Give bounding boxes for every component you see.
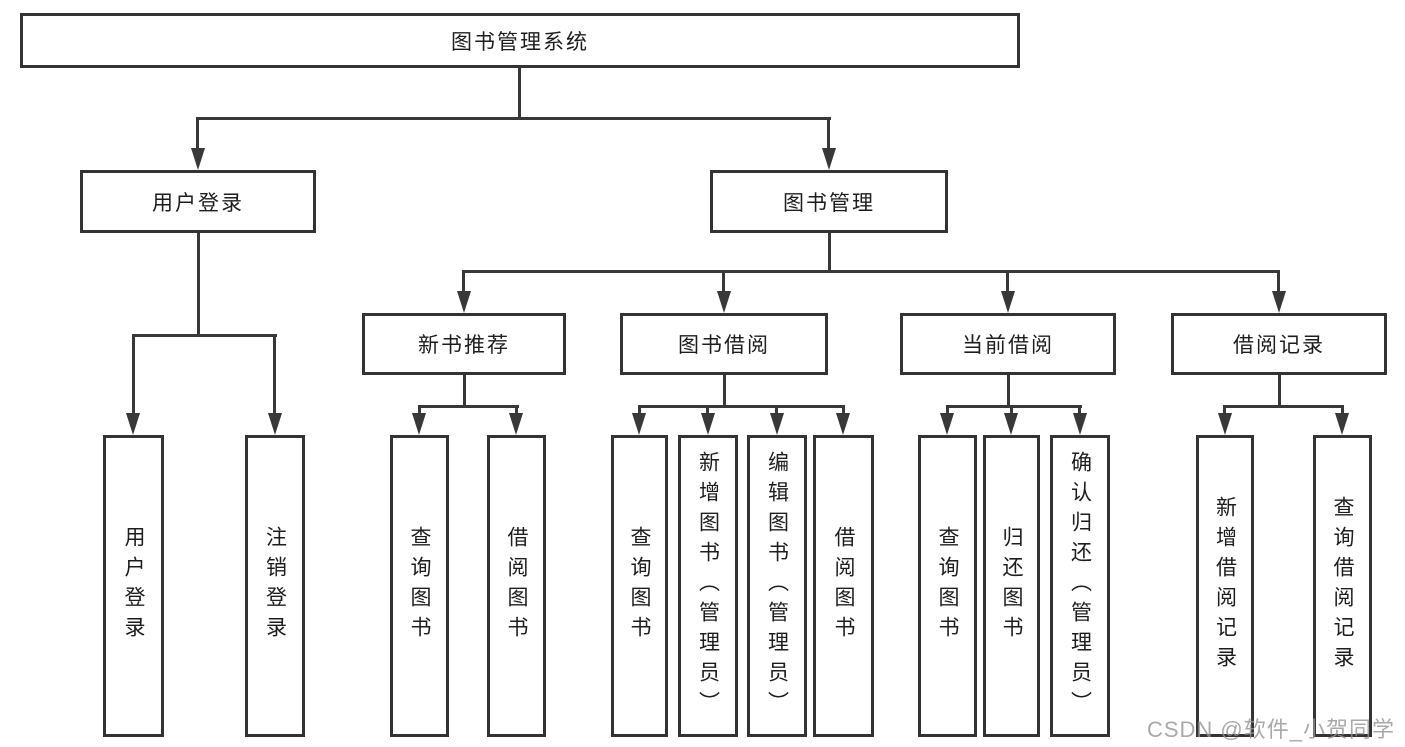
leaf-newbook-query-books: 查询图书 <box>390 435 449 737</box>
leaf-borrow-query-books: 查询图书 <box>611 435 668 737</box>
leaf-borrow-edit-books-admin-label: 编辑图书（管理员） <box>765 451 789 721</box>
connector-arrowhead <box>717 291 731 313</box>
connector-arrowhead <box>1001 291 1015 313</box>
leaf-user-login-label: 用户登录 <box>122 526 145 646</box>
connector-line <box>638 405 845 408</box>
leaf-logout: 注销登录 <box>245 435 305 737</box>
node-new-book-recommend: 新书推荐 <box>362 313 566 375</box>
node-borrowing-records-label: 借阅记录 <box>1233 334 1325 357</box>
leaf-current-query-books-label: 查询图书 <box>936 526 959 646</box>
connector-line <box>723 375 726 408</box>
connector-line <box>775 405 778 415</box>
node-book-management: 图书管理 <box>710 170 948 233</box>
connector-arrowhead <box>509 413 523 435</box>
leaf-records-add-record-label: 新增借阅记录 <box>1213 496 1237 676</box>
connector-arrowhead <box>701 413 715 435</box>
connector-line <box>197 233 200 336</box>
connector-arrowhead <box>940 413 954 435</box>
leaf-newbook-borrow-books: 借阅图书 <box>487 435 546 737</box>
node-root-label: 图书管理系统 <box>451 30 589 54</box>
connector-line <box>827 117 830 150</box>
connector-line <box>638 405 641 415</box>
connector-line <box>518 68 521 120</box>
connector-line <box>1007 375 1010 408</box>
connector-line <box>1223 405 1344 408</box>
node-current-borrowing-label: 当前借阅 <box>962 334 1054 357</box>
connector-line <box>946 405 949 415</box>
connector-line <box>1010 405 1013 415</box>
node-borrowing-records: 借阅记录 <box>1171 313 1387 375</box>
connector-line <box>418 405 421 415</box>
leaf-newbook-borrow-books-label: 借阅图书 <box>505 526 528 646</box>
leaf-current-return-books-label: 归还图书 <box>1000 526 1023 646</box>
leaf-records-query-record: 查询借阅记录 <box>1313 435 1372 737</box>
node-book-borrowing-label: 图书借阅 <box>678 334 770 357</box>
leaf-borrow-add-books-admin-label: 新增图书（管理员） <box>696 451 720 721</box>
connector-line <box>706 405 709 415</box>
leaf-borrow-add-books-admin: 新增图书（管理员） <box>678 435 738 737</box>
leaf-borrow-borrow-books: 借阅图书 <box>813 435 874 737</box>
leaf-records-query-record-label: 查询借阅记录 <box>1331 496 1354 676</box>
connector-line <box>1341 405 1344 415</box>
connector-line <box>946 405 1082 408</box>
connector-arrowhead <box>1073 413 1087 435</box>
connector-line <box>196 117 831 120</box>
connector-arrowhead <box>457 291 471 313</box>
connector-line <box>1223 405 1226 415</box>
leaf-borrow-query-books-label: 查询图书 <box>628 526 651 646</box>
leaf-user-login: 用户登录 <box>103 435 164 737</box>
connector-arrowhead <box>126 413 140 435</box>
connector-line <box>722 270 725 293</box>
connector-line <box>1277 270 1280 293</box>
connector-line <box>132 334 135 415</box>
connector-arrowhead <box>1335 413 1349 435</box>
connector-line <box>273 334 276 415</box>
connector-line <box>1078 405 1081 415</box>
node-new-book-recommend-label: 新书推荐 <box>418 334 510 357</box>
leaf-records-add-record: 新增借阅记录 <box>1196 435 1254 737</box>
connector-line <box>1006 270 1009 293</box>
connector-line <box>828 233 831 273</box>
node-book-management-label: 图书管理 <box>783 191 875 215</box>
connector-line <box>463 375 466 408</box>
connector-line <box>418 405 519 408</box>
csdn-watermark: CSDN @软件_小贺同学 <box>1146 717 1395 742</box>
node-user-login-label: 用户登录 <box>152 191 244 215</box>
connector-arrowhead <box>822 148 836 170</box>
connector-arrowhead <box>412 413 426 435</box>
connector-arrowhead <box>770 413 784 435</box>
connector-line <box>132 334 277 337</box>
node-book-borrowing: 图书借阅 <box>620 313 828 375</box>
connector-arrowhead <box>836 413 850 435</box>
connector-line <box>1278 375 1281 408</box>
leaf-current-return-books: 归还图书 <box>983 435 1040 737</box>
connector-line <box>462 270 1280 273</box>
leaf-current-confirm-return-admin: 确认归还（管理员） <box>1050 435 1110 737</box>
connector-arrowhead <box>1218 413 1232 435</box>
node-user-login: 用户登录 <box>80 170 316 233</box>
connector-arrowhead <box>1004 413 1018 435</box>
node-current-borrowing: 当前借阅 <box>900 313 1116 375</box>
leaf-newbook-query-books-label: 查询图书 <box>408 526 431 646</box>
connector-line <box>842 405 845 415</box>
node-root: 图书管理系统 <box>20 13 1020 68</box>
leaf-borrow-edit-books-admin: 编辑图书（管理员） <box>747 435 807 737</box>
connector-line <box>196 117 199 150</box>
connector-arrowhead <box>632 413 646 435</box>
connector-arrowhead <box>191 148 205 170</box>
connector-line <box>462 270 465 293</box>
leaf-current-confirm-return-admin-label: 确认归还（管理员） <box>1068 451 1092 721</box>
leaf-borrow-borrow-books-label: 借阅图书 <box>832 526 855 646</box>
connector-arrowhead <box>268 413 282 435</box>
leaf-logout-label: 注销登录 <box>263 526 287 646</box>
connector-arrowhead <box>1272 291 1286 313</box>
connector-line <box>515 405 518 415</box>
leaf-current-query-books: 查询图书 <box>918 435 977 737</box>
